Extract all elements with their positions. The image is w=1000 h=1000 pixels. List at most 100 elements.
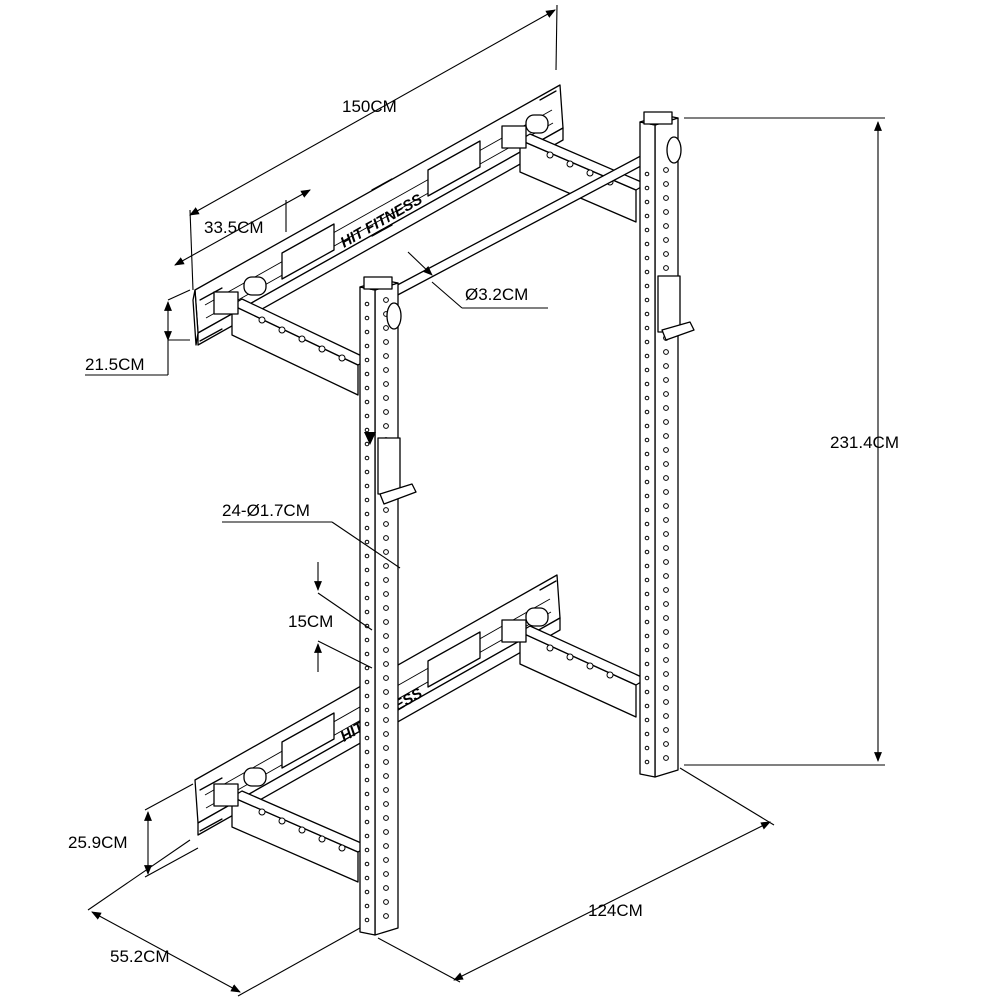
upright-hole [383,521,389,527]
upright-side-hole [644,241,650,247]
upright-hole [383,857,389,863]
front-upright [359,276,417,936]
upright-side-hole [364,357,370,363]
upright-hole [383,409,389,415]
upright-hole [383,507,389,513]
upright-hole [663,517,669,523]
upright-hole [383,297,389,303]
label-bar-diameter: Ø3.2CM [465,285,528,304]
upright-side-hole [644,283,650,289]
upright-hole [663,699,669,705]
upright-side-hole [364,805,370,811]
upright-hole [383,353,389,359]
upright-side-hole [644,493,650,499]
upright-hole [663,363,669,369]
upright-hole [383,843,389,849]
label-total-height: 231.4CM [830,433,899,452]
upright-side-hole [644,409,650,415]
upright-hole [663,713,669,719]
dim-rack-depth: 55.2CM [87,839,361,997]
upright-side-hole [644,717,650,723]
upright-side-hole [644,661,650,667]
upright-side-hole [644,507,650,513]
upright-side-hole [644,563,650,569]
upright-side-hole [644,591,650,597]
upright-side-hole [364,441,370,447]
upright-hole [663,741,669,747]
upright-side-hole [364,553,370,559]
upright-side-hole [364,525,370,531]
upright-side-hole [364,721,370,727]
dim-plate-width: 150CM [189,4,558,291]
upright-hole [663,727,669,733]
upright-side-hole [644,255,650,261]
upright-side-hole [644,535,650,541]
upright-hole [383,913,389,919]
upright-hole [383,591,389,597]
upright-hole [383,395,389,401]
upright-hole [383,745,389,751]
upright-side-hole [364,511,370,517]
upright-hole [663,223,669,229]
label-hole-spec: 24-Ø1.7CM [222,501,310,520]
upright-hole [663,643,669,649]
upright-hole [383,675,389,681]
upright-side-hole [364,637,370,643]
upright-hole [663,573,669,579]
upright-hole [663,615,669,621]
upright-hole [383,787,389,793]
upright-side-hole [364,539,370,545]
upright-hole [383,731,389,737]
upright-side-hole [644,745,650,751]
upright-side-hole [364,707,370,713]
label-plate-height-top: 21.5CM [85,355,145,374]
upright-side-hole [364,777,370,783]
upright-side-hole [644,689,650,695]
label-hole-spacing: 15CM [288,612,333,631]
upright-hole [663,433,669,439]
upright-side-hole [644,633,650,639]
upright-side-hole [644,227,650,233]
label-plate-width: 150CM [342,97,397,116]
upright-side-hole [644,395,650,401]
dim-hole-spec: 24-Ø1.7CM [222,501,401,569]
dim-hole-spacing: 15CM [288,562,373,672]
upright-hole [383,563,389,569]
upright-side-hole [644,423,650,429]
label-plate-height-bottom: 25.9CM [68,833,128,852]
upright-hole [663,447,669,453]
dim-plate-height-bottom: 25.9CM [68,783,199,878]
upright-side-hole [364,329,370,335]
upright-side-hole [364,399,370,405]
upright-side-hole [644,731,650,737]
upright-side-hole [364,749,370,755]
upright-hole [383,759,389,765]
upright-hole [663,377,669,383]
upright-side-hole [364,903,370,909]
upright-side-hole [364,483,370,489]
label-rack-width: 124CM [588,901,643,920]
upright-side-hole [364,693,370,699]
label-plate-inner: 33.5CM [204,218,264,237]
dim-plate-inner: 33.5CM [174,189,311,266]
upright-hole [663,629,669,635]
upright-hole [383,339,389,345]
dim-total-height: 231.4CM [684,117,899,766]
upright-hole [663,251,669,257]
upright-side-hole [644,171,650,177]
upright-hole [383,367,389,373]
upright-side-hole [644,311,650,317]
upright-hole [383,717,389,723]
upright-hole [663,391,669,397]
upright-side-hole [644,199,650,205]
upright-side-hole [644,521,650,527]
upright-hole [383,661,389,667]
upright-side-hole [364,315,370,321]
upright-side-hole [644,437,650,443]
upright-hole [383,619,389,625]
upright-side-hole [644,465,650,471]
upright-side-hole [364,581,370,587]
upright-side-hole [644,339,650,345]
upright-hole [383,829,389,835]
upright-hole [663,503,669,509]
